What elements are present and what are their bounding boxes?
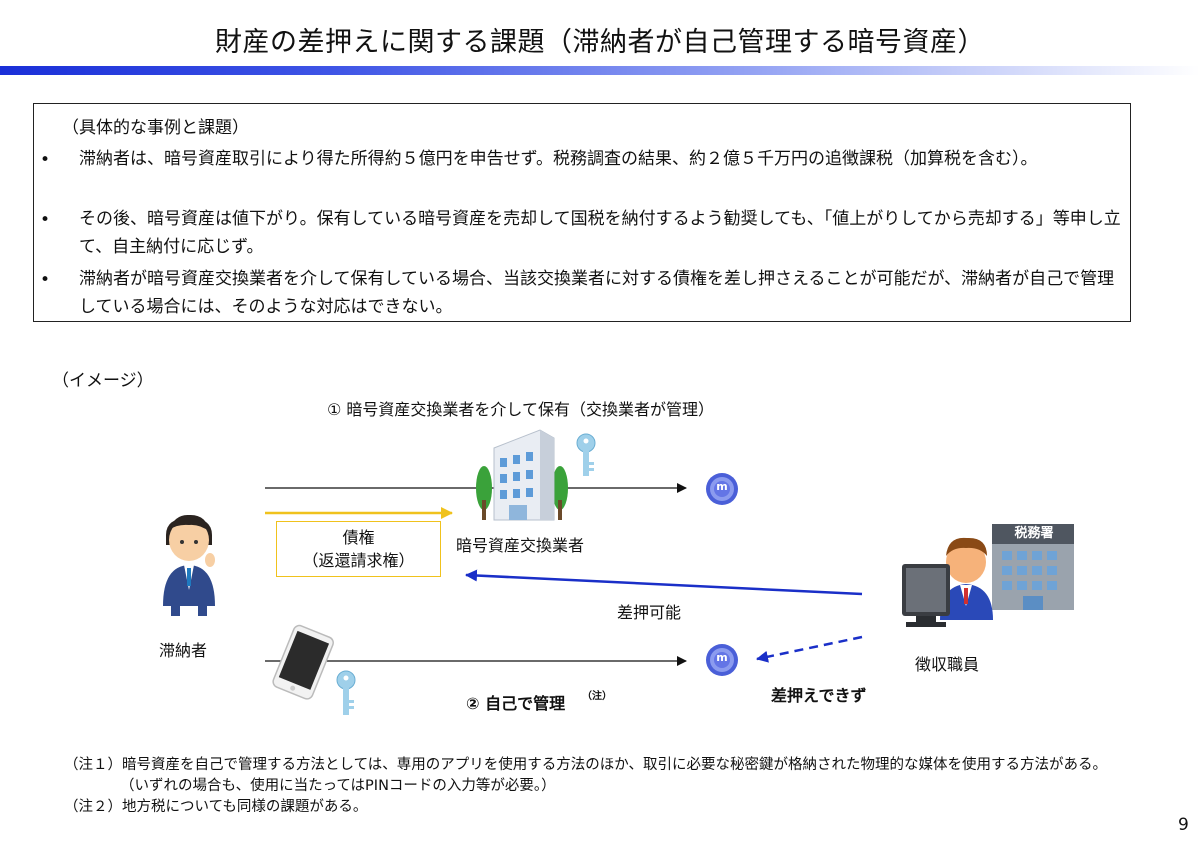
collector-label: 徴収職員 — [915, 655, 980, 674]
not-seizable-label: 差押えできず — [771, 686, 867, 705]
case-bullet-3: 滞納者が暗号資産交換業者を介して保有している場合、当該交換業者に対する債権を差し… — [79, 269, 1115, 317]
bullet-marker: • — [40, 210, 51, 230]
smartphone-icon — [272, 624, 334, 700]
bullet-marker: • — [40, 150, 51, 170]
crypto-coin-icon — [706, 644, 738, 676]
claim-box: 債権 （返還請求権） — [276, 521, 441, 577]
note-2: （注２）地方税についても同様の課題がある。 — [64, 799, 368, 815]
seizable-arrow — [465, 569, 863, 596]
bullet-marker: • — [40, 270, 51, 290]
coin-mark: m — [716, 651, 728, 664]
delinquent-person-icon — [163, 514, 215, 616]
not-seizable-arrow — [756, 635, 863, 663]
exchange-label: 暗号資産交換業者 — [456, 536, 585, 555]
title-underline-bar — [0, 66, 1200, 75]
note-1-continued: （いずれの場合も、使用に当たってはPINコードの入力等が必要。） — [120, 778, 556, 794]
tax-office-sign: 税務署 — [1014, 526, 1054, 541]
seizable-label: 差押可能 — [617, 603, 682, 622]
crypto-coin-icon — [706, 473, 738, 505]
route2-note-mark: （注） — [582, 691, 612, 702]
claim-label: 債権 — [342, 528, 375, 547]
delinquent-label: 滞納者 — [159, 641, 208, 660]
case-heading: （具体的な事例と課題） — [62, 118, 249, 138]
tax-collector-person-icon — [940, 537, 993, 620]
route1-label: ① 暗号資産交換業者を介して保有（交換業者が管理） — [327, 400, 714, 419]
route2-label: ② 自己で管理 — [466, 694, 566, 713]
key-icon — [336, 670, 356, 715]
case-bullet-2: その後、暗号資産は値下がり。保有している暗号資産を売却して国税を納付するよう勧奨… — [79, 209, 1121, 257]
image-label: （イメージ） — [52, 371, 154, 391]
exchange-building-icon — [476, 429, 568, 521]
computer-monitor-icon — [902, 564, 950, 627]
page-title: 財産の差押えに関する課題（滞納者が自己管理する暗号資産） — [215, 27, 985, 58]
claim-sublabel: （返還請求権） — [302, 551, 415, 570]
case-box — [33, 103, 1131, 322]
case-bullet-1: 滞納者は、暗号資産取引により得た所得約５億円を申告せず。税務調査の結果、約２億５… — [79, 149, 1038, 169]
note-1: （注１）暗号資産を自己で管理する方法としては、専用のアプリを使用する方法のほか、… — [64, 757, 1107, 773]
tax-office-building-icon — [992, 524, 1074, 610]
page-number: 9 — [1178, 815, 1189, 835]
coin-mark: m — [716, 480, 728, 493]
key-icon — [576, 433, 596, 476]
